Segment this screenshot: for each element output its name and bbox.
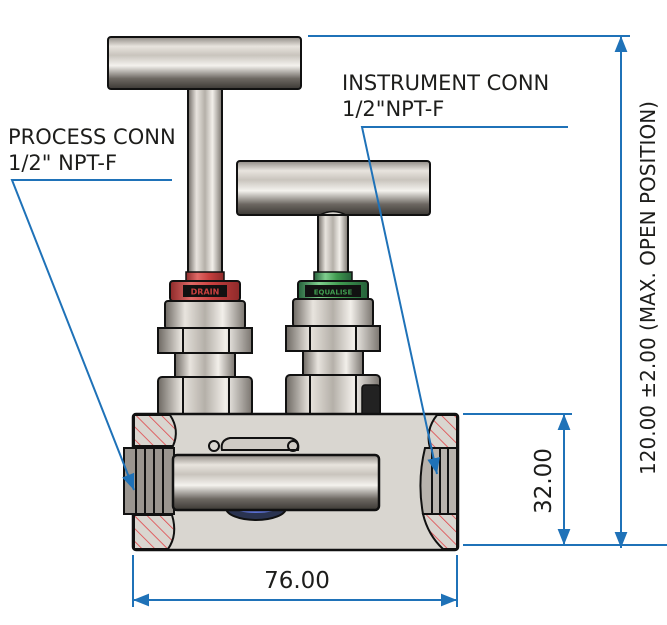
instrument-conn-callout: INSTRUMENT CONN 1/2"NPT-F xyxy=(342,71,568,475)
process-conn-label-line1: PROCESS CONN xyxy=(8,125,176,149)
drain-bonnet xyxy=(164,300,246,330)
process-conn-label-line2: 1/2" NPT-F xyxy=(8,151,117,175)
process-conn-callout: PROCESS CONN 1/2" NPT-F xyxy=(8,125,176,491)
equalise-packing-nut xyxy=(285,325,381,352)
left-section-hatch-bottom xyxy=(133,514,176,550)
side-handle xyxy=(171,453,381,512)
manifold-body xyxy=(123,412,460,552)
body-height-dimension-value: 32.00 xyxy=(531,448,557,514)
instrument-conn-label-line1: INSTRUMENT CONN xyxy=(342,71,549,95)
drain-tag-label: DRAIN xyxy=(191,288,220,297)
drain-valve-handle xyxy=(107,36,302,90)
drain-valve-stem xyxy=(187,88,223,274)
mounting-flange xyxy=(220,437,300,451)
right-section-hatch-top xyxy=(427,414,458,449)
drain-packing-nut xyxy=(157,327,253,354)
equalise-bonnet xyxy=(292,298,374,328)
instrument-conn-label-line2: 1/2"NPT-F xyxy=(342,97,444,121)
equalise-valve-handle xyxy=(236,160,431,216)
drain-valve: DRAIN xyxy=(107,36,302,417)
left-section-hatch-top xyxy=(133,414,177,447)
width-dimension: 76.00 xyxy=(132,555,458,607)
overall-height-dimension-value: 120.00 ±2.00 (MAX. OPEN POSITION) xyxy=(636,101,660,475)
equalise-tag-label: EQUALISE xyxy=(314,289,353,297)
width-dimension-value: 76.00 xyxy=(264,568,330,594)
instrument-conn-leader xyxy=(360,126,568,475)
drain-body-hex xyxy=(157,376,253,417)
body-height-dimension: 32.00 xyxy=(463,413,667,546)
locking-pin xyxy=(361,384,381,417)
instrument-port-thread xyxy=(419,447,458,515)
equalise-valve: EQUALISE xyxy=(236,160,431,417)
equalise-valve-stem xyxy=(317,214,349,274)
process-conn-leader xyxy=(10,179,172,491)
overall-height-dimension: 120.00 ±2.00 (MAX. OPEN POSITION) xyxy=(308,35,660,548)
